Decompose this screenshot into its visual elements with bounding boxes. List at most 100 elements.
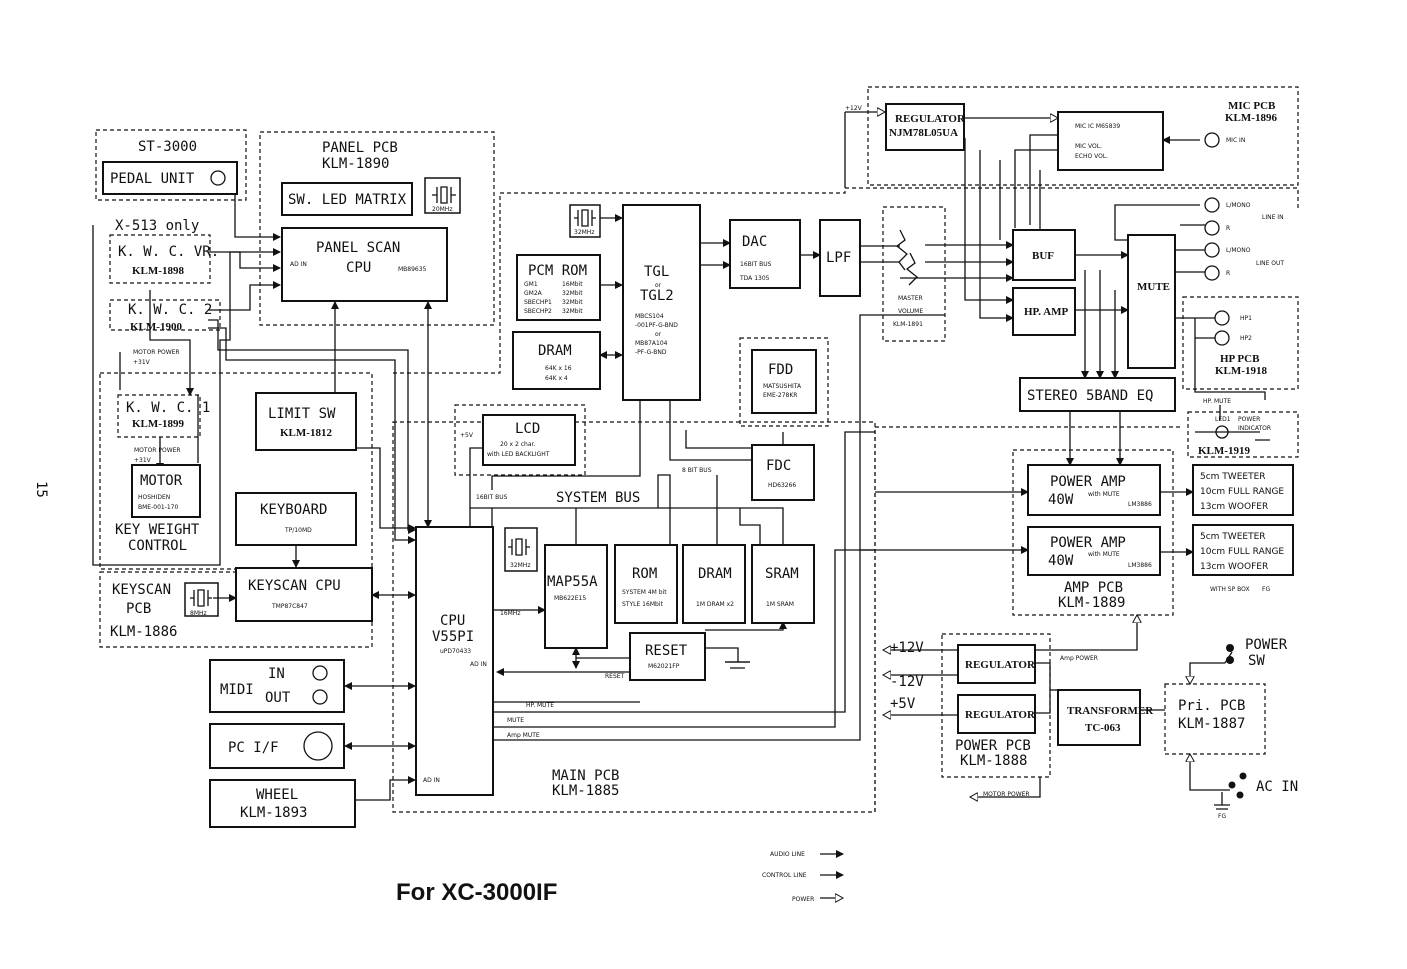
panel-scan-cpu-box xyxy=(281,227,448,302)
cpu-adin-2: AD IN xyxy=(423,777,440,784)
reset-label: RESET xyxy=(645,643,688,659)
indicator-group xyxy=(1187,411,1299,458)
tgl-part-2: -001PF-G-BND xyxy=(635,322,678,329)
fdc-part: HD63266 xyxy=(768,482,796,489)
tgl-part-4: -PF-G-BND xyxy=(635,349,667,356)
dac-label: DAC xyxy=(742,234,767,250)
power-amp1-label: POWER AMP xyxy=(1050,474,1126,490)
kwc1-id: KLM-1899 xyxy=(132,418,184,430)
panel-xtal-label: 20MHz xyxy=(432,206,452,213)
tgl-or: or xyxy=(655,282,662,289)
pcm-rom-box xyxy=(516,254,601,321)
kwcvr-group xyxy=(109,234,211,284)
power-amp2-label: POWER AMP xyxy=(1050,535,1126,551)
power-amp1-mute: with MUTE xyxy=(1088,491,1120,498)
ac-fg-label: FG xyxy=(1218,813,1226,820)
kwcvr-label: K. W. C. VR. xyxy=(118,244,219,260)
hpamp-label: HP. AMP xyxy=(1024,306,1068,318)
keyscan-chip: TMP87C847 xyxy=(271,603,308,610)
kwcvr-id: KLM-1898 xyxy=(132,265,184,277)
limit-sw-id: KLM-1812 xyxy=(280,427,332,439)
hp-pcb-title: HP PCB xyxy=(1220,353,1260,365)
pcm-sb2: SBECHP2 xyxy=(524,308,552,315)
mute-line-label: MUTE xyxy=(507,717,524,724)
hp-pcb-id: KLM-1918 xyxy=(1215,365,1267,377)
page-number: 15 xyxy=(33,481,49,498)
motor-v-2: +31V xyxy=(134,457,152,464)
footer-title: For XC-3000IF xyxy=(396,879,557,906)
keyscan-title-1: KEYSCAN xyxy=(112,582,171,598)
reset-part: M62021FP xyxy=(648,663,680,670)
power-pcb-group xyxy=(941,633,1051,778)
kwc2-id: KLM-1900 xyxy=(130,321,182,333)
dac-part: TDA 1305 xyxy=(739,275,770,282)
clk16-label: 16MHz xyxy=(500,610,520,617)
line-in-lmono: L/MONO xyxy=(1226,202,1251,209)
transformer-id: TC-063 xyxy=(1085,722,1121,734)
eq-label: STEREO 5BAND EQ xyxy=(1027,388,1153,404)
lcd-voltage: +5V xyxy=(460,432,474,439)
line-out-lmono: L/MONO xyxy=(1226,247,1251,254)
sw-led-matrix-label: SW. LED MATRIX xyxy=(288,192,407,208)
keyscan-xtal-icon xyxy=(184,582,219,617)
midi-out-label: OUT xyxy=(265,690,291,706)
sram-box xyxy=(751,544,815,624)
power-amp2-box xyxy=(1027,526,1161,576)
dram-size-2: 64K x 4 xyxy=(545,375,568,382)
power-amp1-w: 40W xyxy=(1048,492,1074,508)
tgl-or-2: or xyxy=(655,331,662,338)
pcif-label: PC I/F xyxy=(228,740,279,756)
fdd-label: FDD xyxy=(768,362,793,378)
rom-label: ROM xyxy=(632,566,657,582)
fdd-box xyxy=(751,349,817,414)
speaker1-box xyxy=(1192,464,1294,516)
pcm-sb2-size: 32Mbit xyxy=(562,308,583,315)
pri-pcb-id: KLM-1887 xyxy=(1178,716,1245,732)
x513-title: X-513 only xyxy=(115,218,199,234)
wheel-label: WHEEL xyxy=(256,787,298,803)
pedal-jack-icon xyxy=(210,170,226,186)
rom-box xyxy=(614,544,678,624)
panel-scan-label: PANEL SCAN xyxy=(316,240,400,256)
reset-switch-icon xyxy=(725,661,750,669)
power-amp2-w: 40W xyxy=(1048,553,1074,569)
system-bus-label: SYSTEM BUS xyxy=(556,490,640,506)
cpu-name: V55PI xyxy=(432,629,474,645)
midi-label: MIDI xyxy=(220,682,254,698)
pcm-gm1: GM1 xyxy=(524,281,538,288)
power-amp2-chip: LM3886 xyxy=(1128,562,1152,569)
pcif-box xyxy=(209,723,345,769)
sp-box-label: WITH SP BOX xyxy=(1210,586,1250,593)
amp-pcb-id: KLM-1889 xyxy=(1058,595,1125,611)
v5-label: +5V xyxy=(890,696,916,712)
fdd-part: EME-278KR xyxy=(763,392,797,399)
main-xtal-icon xyxy=(569,204,601,238)
fdd-mfr: MATSUSHITA xyxy=(763,383,802,390)
keyboard-label: KEYBOARD xyxy=(260,502,327,518)
hp-pcb-group xyxy=(1182,296,1299,390)
keyscan-title-2: PCB xyxy=(126,601,151,617)
mic-regulator-part: NJM78L05UA xyxy=(889,127,958,139)
lcd-desc-2: with LED BACKLIGHT xyxy=(487,451,550,458)
st3000-group xyxy=(95,129,247,201)
motor-box xyxy=(131,464,201,518)
pri-pcb-group xyxy=(1164,683,1266,755)
speaker1-tweeter: 5cm TWEETER xyxy=(1200,472,1266,482)
jack-icons xyxy=(303,132,1230,761)
transformer-label: TRANSFORMER xyxy=(1067,705,1154,717)
speaker2-box xyxy=(1192,524,1294,576)
line-in-label: LINE IN xyxy=(1262,214,1284,221)
keyboard-part: TP/10MD xyxy=(284,527,312,534)
wheel-id: KLM-1893 xyxy=(240,805,307,821)
power-amp1-chip: LM3886 xyxy=(1128,501,1152,508)
kwc1-group xyxy=(117,394,201,438)
power-sw-label-2: SW xyxy=(1248,653,1265,669)
sp-fg-label: FG xyxy=(1262,586,1270,593)
line-out-label: LINE OUT xyxy=(1256,260,1284,267)
legend-control: CONTROL LINE xyxy=(762,872,807,879)
mute-label: MUTE xyxy=(1137,281,1170,293)
motor-power-1: MOTOR POWER xyxy=(133,349,180,356)
echo-vol-label: ECHO VOL. xyxy=(1075,153,1108,160)
motor-power-2: MOTOR POWER xyxy=(134,447,181,454)
eq-box xyxy=(1019,377,1176,412)
